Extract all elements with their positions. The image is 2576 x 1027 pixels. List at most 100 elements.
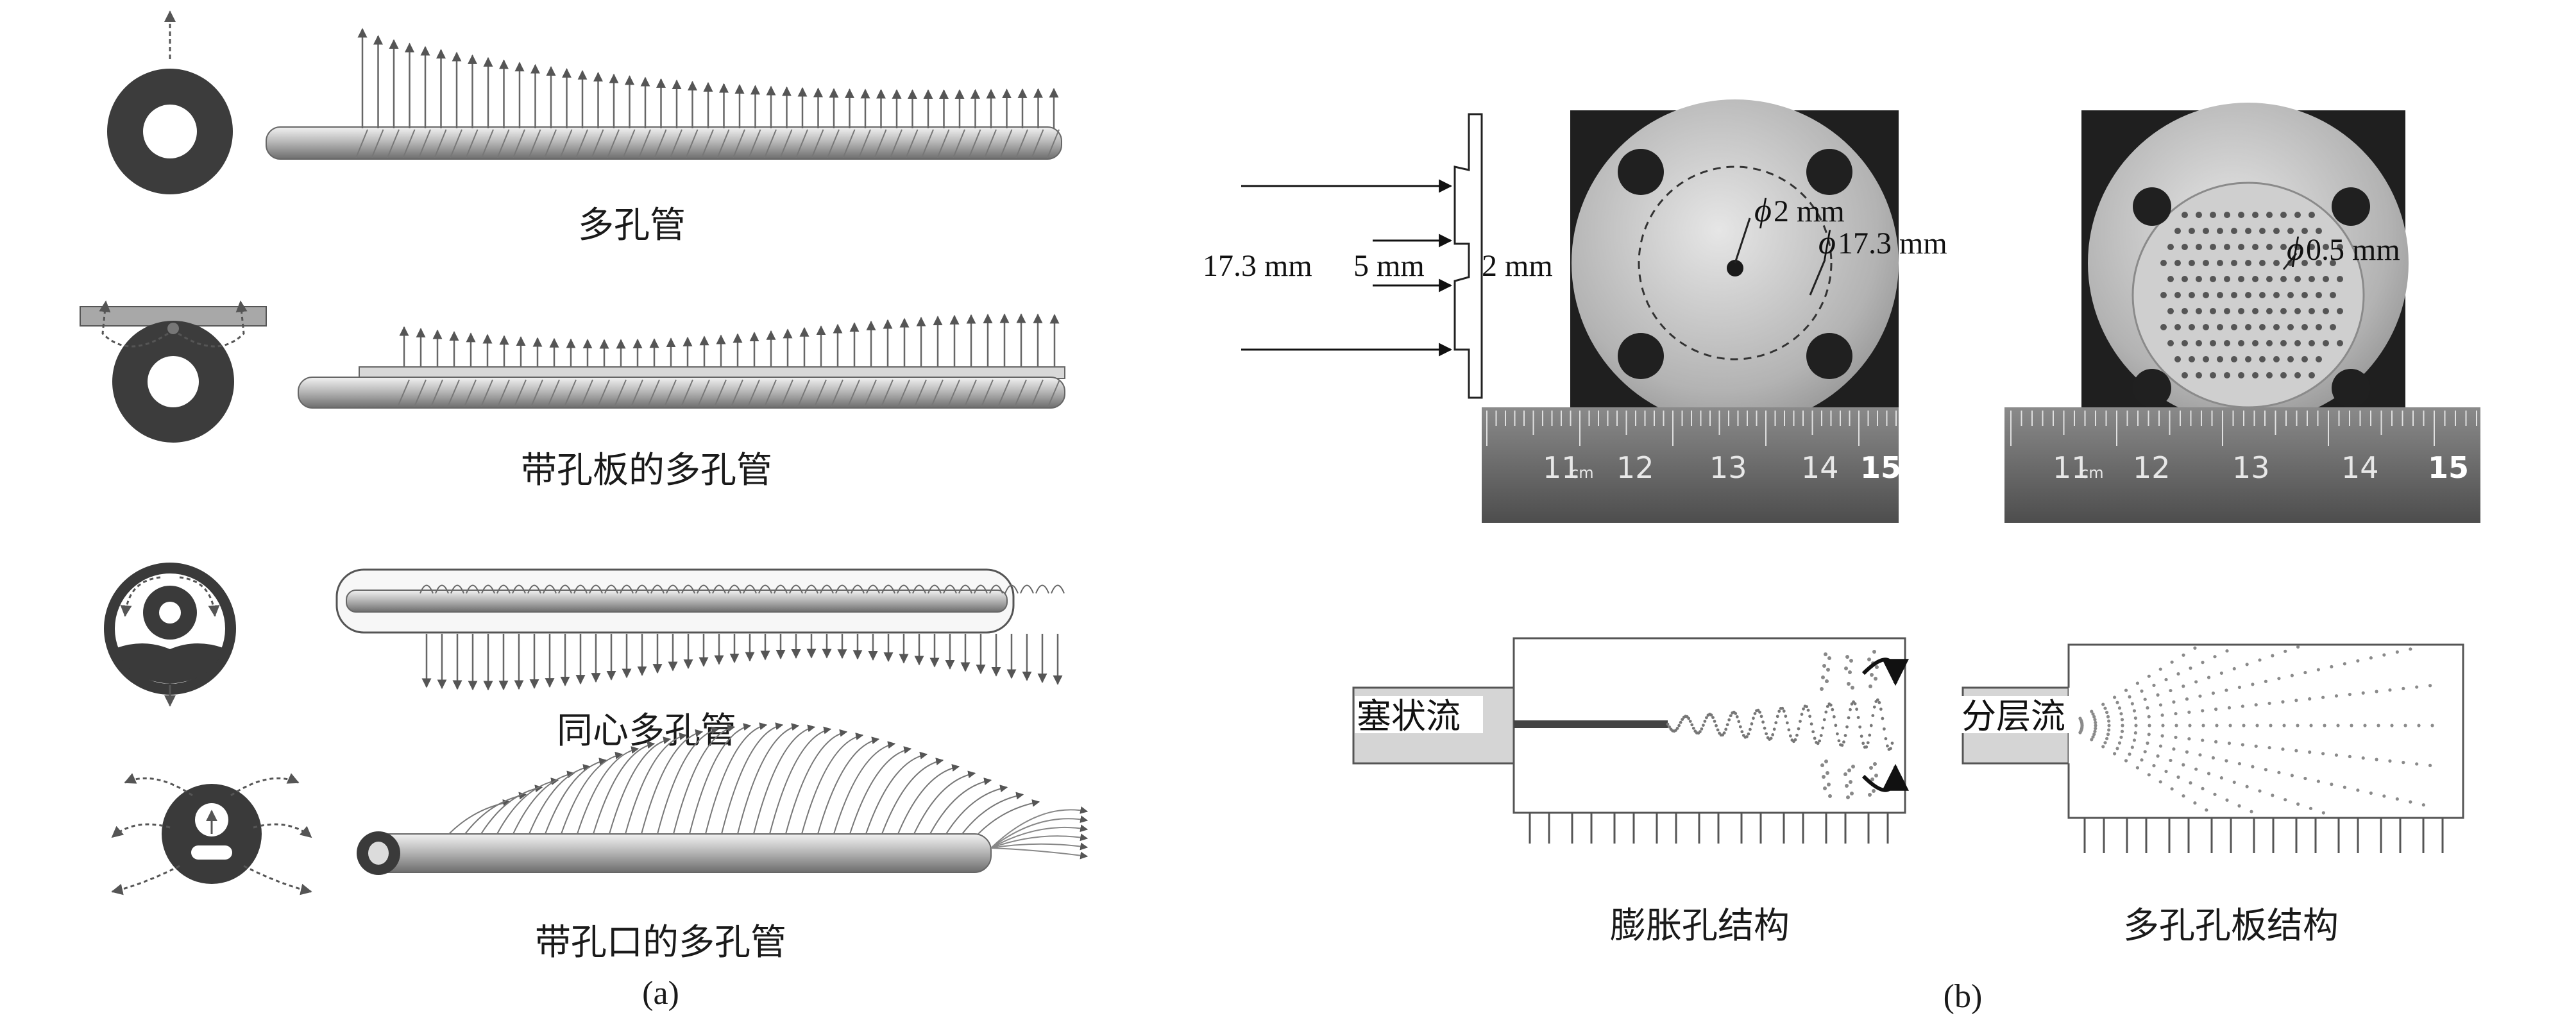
droplet: [2091, 735, 2095, 739]
droplet: [2258, 789, 2262, 793]
droplet: [1832, 715, 1836, 718]
droplet: [2219, 776, 2224, 780]
perforated-tube: [359, 833, 992, 873]
annulus-flow: [912, 584, 926, 594]
droplet: [2134, 724, 2138, 727]
orifice-hole: [2273, 292, 2280, 298]
droplet: [2130, 702, 2134, 706]
droplet: [1713, 719, 1716, 723]
orifice-hole: [2238, 276, 2244, 282]
droplet: [2296, 802, 2300, 806]
curved-jet: [657, 726, 720, 835]
droplet: [2382, 794, 2386, 798]
droplet: [1820, 763, 1824, 767]
plate-hole: [167, 323, 179, 334]
orifice-hole: [2217, 292, 2223, 298]
droplet: [1740, 730, 1744, 734]
droplet: [2105, 736, 2109, 741]
orifice-hole: [2294, 372, 2301, 378]
droplet: [1847, 682, 1851, 686]
orifice-hole: [2224, 308, 2230, 314]
droplet: [2113, 752, 2117, 756]
orifice-hole: [2189, 292, 2195, 298]
orifice-hole: [2182, 244, 2188, 250]
orifice-hole: [2224, 244, 2230, 250]
droplet: [2232, 780, 2236, 785]
orifice-hole: [2323, 276, 2329, 282]
droplet: [1784, 715, 1788, 718]
droplet: [1709, 713, 1713, 717]
hole-mark: [748, 129, 761, 158]
phi-symbol: ϕ: [1818, 225, 1836, 261]
droplet: [2135, 681, 2140, 685]
droplet: [2169, 688, 2173, 693]
annulus-flow: [527, 584, 541, 594]
hole-mark: [530, 379, 543, 407]
orifice-hole: [2323, 340, 2329, 346]
orifice-hole: [2196, 308, 2202, 314]
droplet: [1879, 708, 1883, 711]
droplet: [1761, 720, 1765, 724]
label-background: [1960, 696, 2074, 733]
droplet: [2201, 724, 2205, 727]
droplet: [2284, 798, 2287, 802]
droplet: [1881, 717, 1885, 720]
droplet: [2281, 700, 2285, 704]
annulus-flow: [712, 584, 726, 594]
hole-mark: [559, 129, 573, 158]
tail-jet: [990, 806, 1089, 849]
outlet-port: [2168, 818, 2190, 853]
droplet: [1808, 715, 1811, 718]
annulus-flow: [727, 584, 741, 594]
panel-a-label: (a): [642, 975, 679, 1012]
droplet: [2121, 724, 2124, 727]
jet-arrows: [419, 584, 1065, 691]
orifice-hole: [2287, 228, 2294, 234]
droplet: [1850, 792, 1854, 795]
caption-tube-with-orifices: 带孔口的多孔管: [535, 922, 786, 963]
hole-mark: [434, 129, 447, 158]
droplet: [1679, 720, 1682, 724]
ruler-number: 15: [2428, 450, 2469, 485]
droplet: [1769, 736, 1773, 740]
hole-mark: [402, 129, 416, 158]
droplet: [1847, 716, 1851, 720]
annulus-flow: [789, 584, 803, 594]
ruler-unit: cm: [2080, 464, 2104, 482]
label-large-diameter: 17.3 mm: [1838, 226, 1947, 260]
hole-mark: [564, 379, 577, 407]
droplet: [1701, 724, 1705, 727]
droplet: [2092, 715, 2096, 718]
orifice-hole: [2238, 212, 2244, 218]
droplet: [2182, 684, 2185, 688]
droplet: [1871, 714, 1875, 717]
droplet: [2264, 768, 2268, 772]
annulus-flow: [804, 584, 818, 594]
annulus-flow: [419, 584, 434, 594]
annulus-flow: [1051, 584, 1065, 594]
annulus-flow: [435, 584, 449, 594]
droplet: [1869, 724, 1873, 727]
droplet: [2156, 693, 2160, 697]
hole-mark: [931, 379, 944, 407]
droplet: [2143, 697, 2147, 701]
orifice-hole: [2294, 212, 2301, 218]
droplet: [2294, 749, 2298, 752]
orifice-hole: [2294, 244, 2301, 250]
droplet: [1869, 766, 1873, 770]
droplet: [2158, 744, 2163, 748]
hole-mark: [1047, 379, 1060, 407]
droplet: [2090, 738, 2094, 742]
ruler-number: 14: [2341, 450, 2379, 485]
droplet: [1853, 702, 1857, 706]
hole-mark: [480, 379, 493, 407]
droplet: [1724, 727, 1728, 731]
droplet: [2282, 724, 2286, 727]
hole-mark: [847, 379, 860, 407]
droplet: [1735, 715, 1739, 718]
orifice-hole: [2245, 260, 2251, 266]
curved-jet: [785, 729, 848, 835]
droplet: [2205, 808, 2208, 812]
droplet: [2174, 711, 2178, 716]
droplet: [1772, 727, 1776, 731]
